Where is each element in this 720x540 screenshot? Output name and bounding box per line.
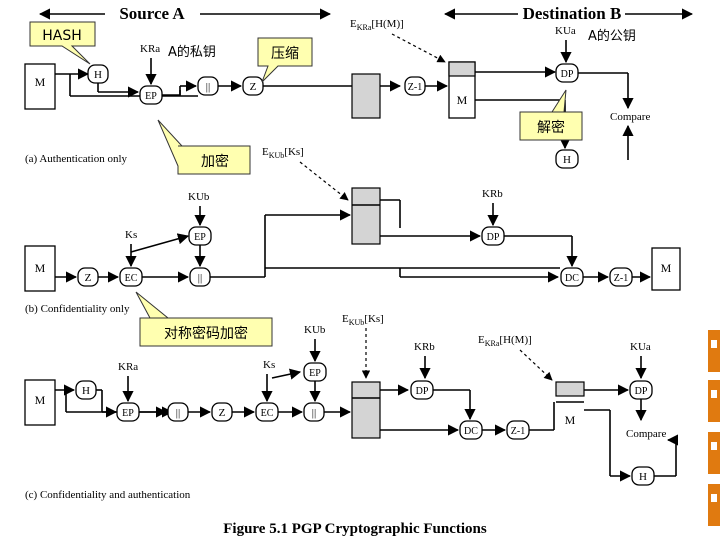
callout-compress: 压缩 [257, 37, 313, 83]
kub-label-b: KUb [188, 191, 210, 203]
callout-decrypt: 解密 [519, 89, 583, 141]
compare-label-c: Compare [626, 428, 666, 440]
dc-label-c: DC [464, 426, 478, 437]
hash-label-dest: H [563, 154, 571, 166]
a-caption: (a) Authentication only [25, 153, 128, 165]
dest-message-label-b: M [661, 261, 672, 275]
z-label: Z [250, 81, 257, 93]
callout-public-key: A的公钥 [588, 28, 636, 44]
ep-label-b: EP [194, 232, 206, 243]
message-label-c: M [35, 393, 46, 407]
dp-label-c2: DP [635, 386, 648, 397]
svg-text:压缩: 压缩 [271, 46, 299, 62]
dest-message-b [651, 247, 681, 291]
callout-encrypt: 加密 [157, 119, 251, 175]
a-signature-label: EKRa[H(M)] [350, 18, 404, 32]
kub-label-c: KUb [304, 324, 326, 336]
ec-label-b: EC [125, 273, 138, 284]
hash-label-c-dest: H [639, 471, 647, 483]
concat-label-c: || [176, 407, 180, 419]
b-caption: (b) Confidentiality only [25, 303, 130, 315]
message-label: M [35, 75, 46, 89]
compare-label-a: Compare [610, 111, 650, 123]
ks-label-b: Ks [125, 229, 137, 241]
ec-label-c: EC [261, 408, 274, 419]
c-signature-label: EKRa[H(M)] [478, 334, 532, 348]
z-label-c: Z [219, 407, 226, 419]
dp-label-c: DP [416, 386, 429, 397]
dest-message-label: M [457, 93, 468, 107]
krb-label-c: KRb [414, 341, 435, 353]
message-box-c [24, 379, 56, 426]
callout-symmetric: 对称密码加密 [135, 291, 273, 347]
dp-label: DP [561, 69, 574, 80]
a-session-key-label: EKUb[Ks] [262, 146, 304, 160]
hash-node-a-dest [555, 149, 579, 169]
c-caption: (c) Confidentiality and authentication [25, 489, 191, 501]
dest-message-label-c: M [565, 413, 576, 427]
ep-label: EP [145, 91, 157, 102]
destination-title: Destination B [523, 4, 622, 23]
message-box-a [24, 63, 56, 110]
krb-label-b: KRb [482, 188, 503, 200]
header: Source A Destination B [38, 4, 694, 23]
kra-label-c: KRa [118, 361, 138, 373]
ks-label-c: Ks [263, 359, 275, 371]
kua-label: KUa [555, 25, 576, 37]
source-title: Source A [119, 4, 185, 23]
hash-label-c: H [82, 385, 90, 397]
zinv-label: Z-1 [408, 82, 422, 93]
dc-label-b: DC [565, 273, 579, 284]
section-a: M H KRa EP || Z Z-1 M EKRa[H(M)] [24, 18, 650, 201]
concat-label-c2: || [312, 407, 316, 419]
side-tabs [708, 330, 720, 526]
z-label-b: Z [85, 272, 92, 284]
message-label-b: M [35, 261, 46, 275]
transmitted-block-b [351, 187, 381, 245]
figure-title: Figure 5.1 PGP Cryptographic Functions [223, 521, 487, 537]
concat-label: || [206, 81, 210, 93]
transmitted-block-a [351, 73, 381, 119]
svg-text:解密: 解密 [537, 119, 565, 136]
signature-part-a [448, 61, 476, 77]
callout-private-key: A的私钥 [168, 44, 216, 60]
concat-label-b: || [198, 272, 202, 284]
svg-text:HASH: HASH [42, 28, 82, 44]
svg-text:对称密码加密: 对称密码加密 [164, 325, 248, 342]
dp-label-b: DP [487, 232, 500, 243]
section-b: M Z EC || Ks KUb EP KRb DP [24, 187, 681, 315]
signature-part-c [555, 381, 585, 397]
zinv-label-c: Z-1 [511, 426, 525, 437]
ep-label-c: EP [122, 408, 134, 419]
zinv-label-b: Z-1 [614, 273, 628, 284]
svg-text:A的公钥: A的公钥 [588, 28, 636, 44]
message-box-b [24, 245, 56, 292]
section-c: M H KRa EP || Z EC Ks KUb EP || [24, 313, 679, 501]
svg-text:A的私钥: A的私钥 [168, 44, 216, 60]
svg-text:加密: 加密 [201, 153, 229, 170]
hash-label: H [94, 69, 102, 81]
c-session-key-label: EKUb[Ks] [342, 313, 384, 327]
transmitted-block-c [351, 381, 381, 439]
callout-hash: HASH [29, 21, 96, 65]
ep-label-c2: EP [309, 368, 321, 379]
kua-label-c: KUa [630, 341, 651, 353]
kra-label: KRa [140, 43, 160, 55]
